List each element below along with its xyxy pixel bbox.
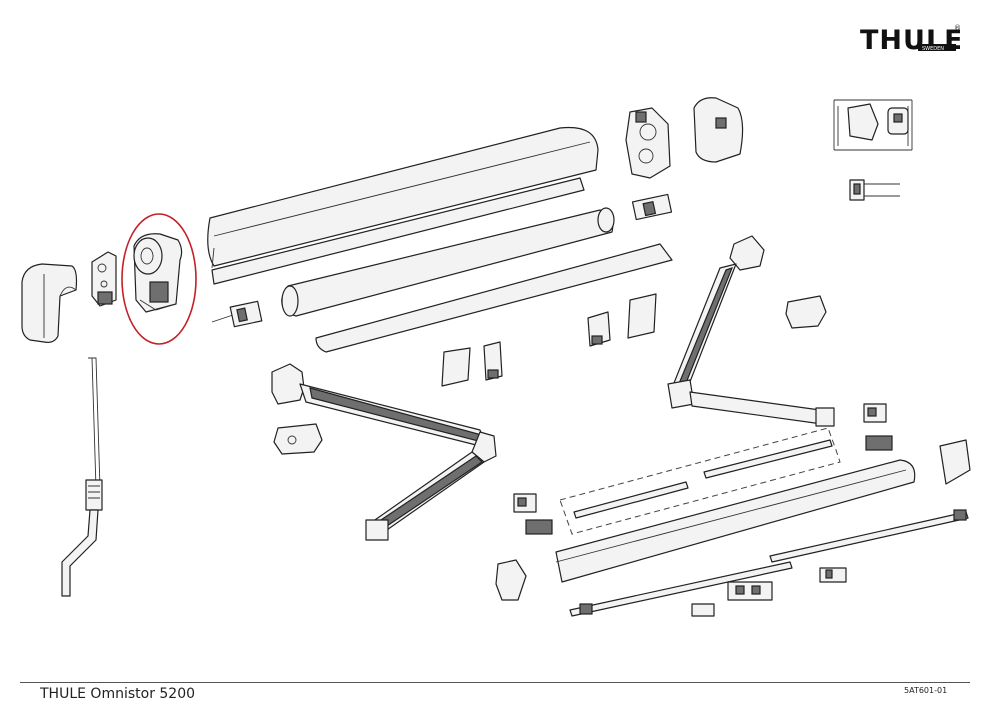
left-arm (271, 363, 497, 541)
clip-right (819, 567, 847, 583)
lower-rail-b (769, 509, 969, 563)
logo-registered: ® (954, 24, 960, 32)
mounting-plate-b (483, 341, 503, 381)
footer-divider (20, 682, 970, 683)
slide-rail-left (573, 481, 689, 519)
slide-rail-right (703, 439, 833, 479)
inset-detail (833, 99, 913, 151)
highlight-circle (121, 213, 197, 345)
front-bar (555, 459, 916, 583)
lower-rail-a (569, 561, 793, 617)
shaft-end-right (631, 193, 673, 221)
left-end-cover (21, 263, 78, 343)
bracket-left-b (525, 519, 553, 535)
roller-tube (281, 207, 615, 317)
mounting-plate-c (587, 311, 611, 347)
bracket-right-b (865, 435, 893, 451)
crank-side-end-cap (133, 233, 183, 313)
shaft-end-left (211, 300, 263, 328)
mounting-plate-d (627, 293, 657, 339)
arm-cap-left (273, 423, 323, 455)
front-bar-cap (495, 559, 527, 601)
bracket-right-a (863, 403, 887, 423)
mounting-plate-a (441, 347, 471, 387)
right-arm (667, 235, 835, 427)
small-clamp-top (849, 179, 900, 201)
logo-sub: SWEDEN (922, 46, 944, 52)
bracket-right-c (939, 439, 971, 485)
lip-profile (315, 243, 673, 353)
footer-code: 5AT601-01 (904, 686, 948, 695)
gear-housing (625, 107, 671, 179)
clip-center (727, 581, 773, 601)
arm-cap-right (785, 295, 827, 329)
bracket-left-a (513, 493, 537, 513)
crank-rod (61, 357, 103, 597)
dashed-group (559, 427, 841, 535)
footer-title: THULE Omnistor 5200 (40, 686, 196, 702)
right-end-cover (693, 97, 744, 163)
clip-bottom (691, 603, 715, 617)
thule-logo: THULE SWEDEN ® (860, 22, 963, 56)
cassette-housing (207, 126, 599, 285)
inner-bracket (91, 251, 117, 307)
